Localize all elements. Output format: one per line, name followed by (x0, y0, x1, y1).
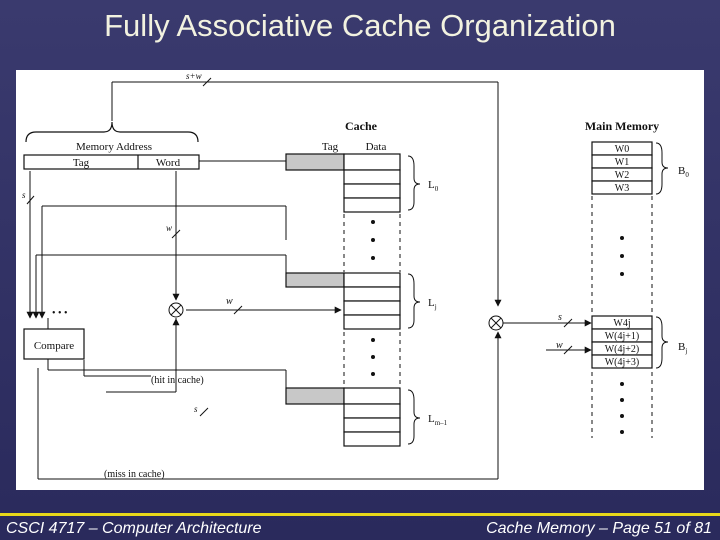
cache-ellipsis-dots (371, 220, 375, 376)
footer-course: CSCI 4717 – Computer Architecture (6, 520, 262, 537)
cache-multiplexer (168, 302, 184, 318)
line0-brace (407, 155, 421, 211)
linem1-label: Lm–1 (428, 413, 448, 427)
cache-tag-header: Tag (322, 141, 339, 153)
compare-label: Compare (34, 340, 74, 352)
diagram-panel: s+w s w w s s w Memory Address Tag Word … (16, 70, 704, 490)
memory-block-j (591, 315, 653, 369)
cache-line-group-m1 (285, 387, 401, 447)
tag-field-label: Tag (73, 157, 90, 169)
compare-box (23, 328, 85, 360)
slide-title: Fully Associative Cache Organization (104, 8, 616, 43)
word-field-label: Word (156, 157, 181, 169)
memory-dashed-edges (591, 196, 653, 438)
hit-in-cache-label: (hit in cache) (151, 375, 204, 386)
memory-block-0 (591, 141, 653, 195)
mem-w4j1: W(4j+1) (605, 331, 640, 342)
mem-w4j3: W(4j+3) (605, 357, 640, 368)
mem-w0: W0 (615, 144, 629, 155)
bus-width-label-top: s+w (186, 71, 202, 81)
cache-diagram: s+w s w w s s w Memory Address Tag Word … (22, 71, 689, 480)
mem-w4j2: W(4j+2) (605, 344, 640, 355)
mem-w2: W2 (615, 170, 629, 181)
memory-ellipsis-dots (620, 236, 624, 434)
linej-brace (407, 273, 421, 329)
w-label-right: w (226, 296, 233, 307)
footer-page: Cache Memory – Page 51 of 81 (486, 520, 712, 537)
w-label-mem: w (556, 340, 563, 351)
cache-line-group-0 (285, 153, 401, 213)
w-label-mid: w (166, 223, 172, 233)
cache-dashed-edges (343, 214, 401, 386)
s-label-bottom: s (194, 404, 198, 414)
compare-input-dots: • • • (52, 308, 68, 319)
address-brace (25, 121, 199, 143)
line0-label: L0 (428, 179, 439, 193)
mem-w4j: W4j (613, 318, 630, 329)
mem-w1: W1 (615, 157, 629, 168)
bus-width-slashes (26, 77, 573, 417)
cache-title: Cache (345, 119, 378, 133)
cache-line-group-j (285, 272, 401, 330)
linej-label: Lj (428, 297, 437, 311)
linem1-brace (407, 389, 421, 445)
s-label-mem: s (558, 312, 562, 323)
mem-w3: W3 (615, 183, 629, 194)
block0-label: B0 (678, 165, 689, 179)
cache-data-header: Data (366, 141, 387, 153)
memory-address-label: Memory Address (76, 141, 152, 153)
block0-brace (655, 142, 669, 195)
main-memory-title: Main Memory (585, 119, 659, 133)
address-register (23, 154, 200, 170)
miss-in-cache-label: (miss in cache) (104, 469, 165, 480)
s-label-left: s (22, 190, 26, 200)
memory-multiplexer (488, 315, 504, 331)
footer-rule (0, 513, 720, 516)
blockj-label: Bj (678, 341, 687, 355)
blockj-brace (655, 316, 669, 369)
bus-lines (26, 81, 592, 480)
